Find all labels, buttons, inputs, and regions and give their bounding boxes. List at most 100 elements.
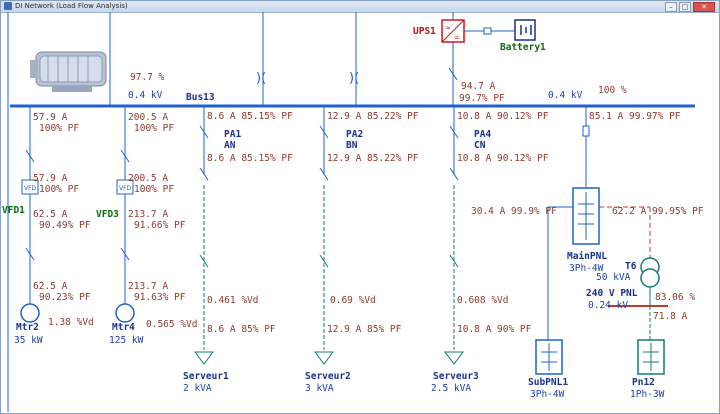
svg-text:≈: ≈ bbox=[445, 24, 451, 32]
mtr2-vd: 1.38 %Vd bbox=[48, 317, 94, 328]
mtr2-rating: 35 kW bbox=[14, 335, 43, 346]
mtr4-vd: 0.565 %Vd bbox=[146, 319, 197, 330]
bus13-kv: 0.4 kV bbox=[548, 90, 583, 101]
ups-breaker-icon[interactable] bbox=[448, 67, 458, 81]
serveur3-top-flow: 10.8 A 90.12% PF bbox=[457, 111, 549, 122]
svg-text:VFD: VFD bbox=[119, 185, 132, 192]
mtr4-low-current: 213.7 A bbox=[128, 209, 168, 220]
one-line-diagram: 97.7 % 0.4 kV Bus13 0.4 kV 100 % )( )( ≈… bbox=[2, 12, 704, 412]
subpnl-type: 3Ph-4W bbox=[530, 389, 565, 400]
pn12-type: 1Ph-3W bbox=[630, 389, 665, 400]
vfd3-label: VFD3 bbox=[96, 209, 119, 220]
mtr2-name: Mtr2 bbox=[16, 322, 39, 333]
serveur2-load-icon[interactable] bbox=[314, 351, 334, 365]
mtr2-top-current: 57.9 A bbox=[33, 112, 68, 123]
window-title: DI Network (Load Flow Analysis) bbox=[15, 2, 128, 10]
mtr4-bot-pf: 91.63% PF bbox=[134, 292, 186, 303]
pa1-phase: AN bbox=[224, 140, 236, 151]
serveur2-mid-flow: 12.9 A 85.22% PF bbox=[327, 153, 419, 164]
mtr4-mid-current: 200.5 A bbox=[128, 173, 168, 184]
t6-transformer-icon[interactable] bbox=[640, 257, 660, 288]
feeder-serveur1 bbox=[194, 106, 214, 365]
pn12-icon[interactable] bbox=[637, 339, 665, 375]
mtr2-mid-current: 57.9 A bbox=[33, 173, 68, 184]
app-icon bbox=[4, 2, 12, 10]
ups-icon[interactable]: ≈ = bbox=[441, 19, 465, 43]
motor-kv: 0.4 kV bbox=[128, 90, 163, 101]
battery-icon[interactable] bbox=[514, 19, 536, 41]
mtr2-low-pf: 90.49% PF bbox=[39, 220, 91, 231]
pa2-phase: BN bbox=[346, 140, 358, 151]
coupler-1-icon[interactable]: )( bbox=[256, 71, 266, 86]
mtr2-low-current: 62.5 A bbox=[33, 209, 68, 220]
mtr4-rating: 125 kW bbox=[109, 335, 144, 346]
serveur3-load-icon[interactable] bbox=[444, 351, 464, 365]
pn12-name: Pn12 bbox=[632, 377, 655, 388]
vfd1-icon[interactable] bbox=[21, 179, 39, 195]
serveur2-top-flow: 12.9 A 85.22% PF bbox=[327, 111, 419, 122]
serveur1-rating: 2 kVA bbox=[183, 383, 212, 394]
t6-rating: 50 kVA bbox=[596, 272, 631, 283]
mtr2-bot-current: 62.5 A bbox=[33, 281, 68, 292]
t6-pct: 83.06 % bbox=[655, 292, 695, 303]
bus13-label: Bus13 bbox=[186, 92, 215, 103]
t6-feed-flow: 62.2 A 99.95% PF bbox=[612, 206, 704, 217]
serveur1-name: Serveur1 bbox=[183, 371, 229, 382]
serveur2-bot-flow: 12.9 A 85% PF bbox=[327, 324, 402, 335]
serveur3-bot-flow: 10.8 A 90% PF bbox=[457, 324, 532, 335]
feeder-serveur2 bbox=[314, 106, 334, 365]
mtr4-name: Mtr4 bbox=[112, 322, 135, 333]
mainpnl-fuse-icon[interactable] bbox=[582, 125, 590, 137]
pa4-phase: CN bbox=[474, 140, 486, 151]
mtr4-bot-current: 213.7 A bbox=[128, 281, 168, 292]
pnl240-label: 240 V PNL bbox=[586, 288, 638, 299]
vfd3-icon[interactable] bbox=[116, 179, 134, 195]
pn12-feed-current: 71.8 A bbox=[653, 311, 688, 322]
mainpnl-icon[interactable] bbox=[572, 187, 600, 245]
serveur1-bot-flow: 8.6 A 85% PF bbox=[207, 324, 276, 335]
subpnl-feed-flow: 30.4 A 99.9% PF bbox=[471, 206, 557, 217]
feeder-serveur3 bbox=[444, 106, 464, 365]
serveur1-mid-flow: 8.6 A 85.15% PF bbox=[207, 153, 293, 164]
feeder-mtr2: VFD bbox=[20, 106, 40, 323]
mtr4-low-pf: 91.66% PF bbox=[134, 220, 186, 231]
serveur2-name: Serveur2 bbox=[305, 371, 351, 382]
mainpnl-feed-flow: 85.1 A 99.97% PF bbox=[589, 111, 681, 122]
svg-text:=: = bbox=[454, 34, 460, 42]
vfd1-label: VFD1 bbox=[2, 205, 25, 216]
coupler-2-icon[interactable]: )( bbox=[349, 71, 359, 86]
pnl240-kv: 0.24 kV bbox=[588, 300, 628, 311]
mtr2-mid-pf: 100% PF bbox=[39, 184, 79, 195]
mainpnl-type: 3Ph-4W bbox=[569, 263, 604, 274]
serveur2-rating: 3 kVA bbox=[305, 383, 334, 394]
mainpnl-name: MainPNL bbox=[567, 251, 607, 262]
ups-current: 94.7 A bbox=[461, 81, 496, 92]
motor-voltage-pct: 97.7 % bbox=[130, 72, 165, 83]
title-bar: DI Network (Load Flow Analysis) – □ ✕ bbox=[1, 1, 719, 13]
mtr4-mid-pf: 100% PF bbox=[134, 184, 174, 195]
maximize-button[interactable]: □ bbox=[679, 2, 691, 12]
serveur3-rating: 2.5 kVA bbox=[431, 383, 471, 394]
battery-breaker-icon[interactable] bbox=[483, 27, 492, 35]
t6-name: T6 bbox=[625, 261, 637, 272]
minimize-button[interactable]: – bbox=[665, 2, 677, 12]
bus13-pct: 100 % bbox=[598, 85, 627, 96]
close-button[interactable]: ✕ bbox=[693, 2, 715, 12]
mtr4-top-current: 200.5 A bbox=[128, 112, 168, 123]
feeder-mtr4: VFD bbox=[115, 106, 135, 323]
motor-icon[interactable] bbox=[30, 51, 107, 92]
serveur3-name: Serveur3 bbox=[433, 371, 479, 382]
subpnl-icon[interactable] bbox=[535, 339, 563, 375]
mtr4-top-pf: 100% PF bbox=[134, 123, 174, 134]
mtr2-bot-pf: 90.23% PF bbox=[39, 292, 91, 303]
serveur1-load-icon[interactable] bbox=[194, 351, 214, 365]
serveur1-vd: 0.461 %Vd bbox=[207, 295, 258, 306]
serveur3-mid-flow: 10.8 A 90.12% PF bbox=[457, 153, 549, 164]
mtr2-icon[interactable] bbox=[20, 303, 40, 323]
mtr4-icon[interactable] bbox=[115, 303, 135, 323]
ups-label: UPS1 bbox=[413, 26, 436, 37]
ups-pf: 99.7% PF bbox=[459, 93, 505, 104]
serveur3-vd: 0.608 %Vd bbox=[457, 295, 508, 306]
mtr2-top-pf: 100% PF bbox=[39, 123, 79, 134]
svg-text:VFD: VFD bbox=[24, 185, 37, 192]
